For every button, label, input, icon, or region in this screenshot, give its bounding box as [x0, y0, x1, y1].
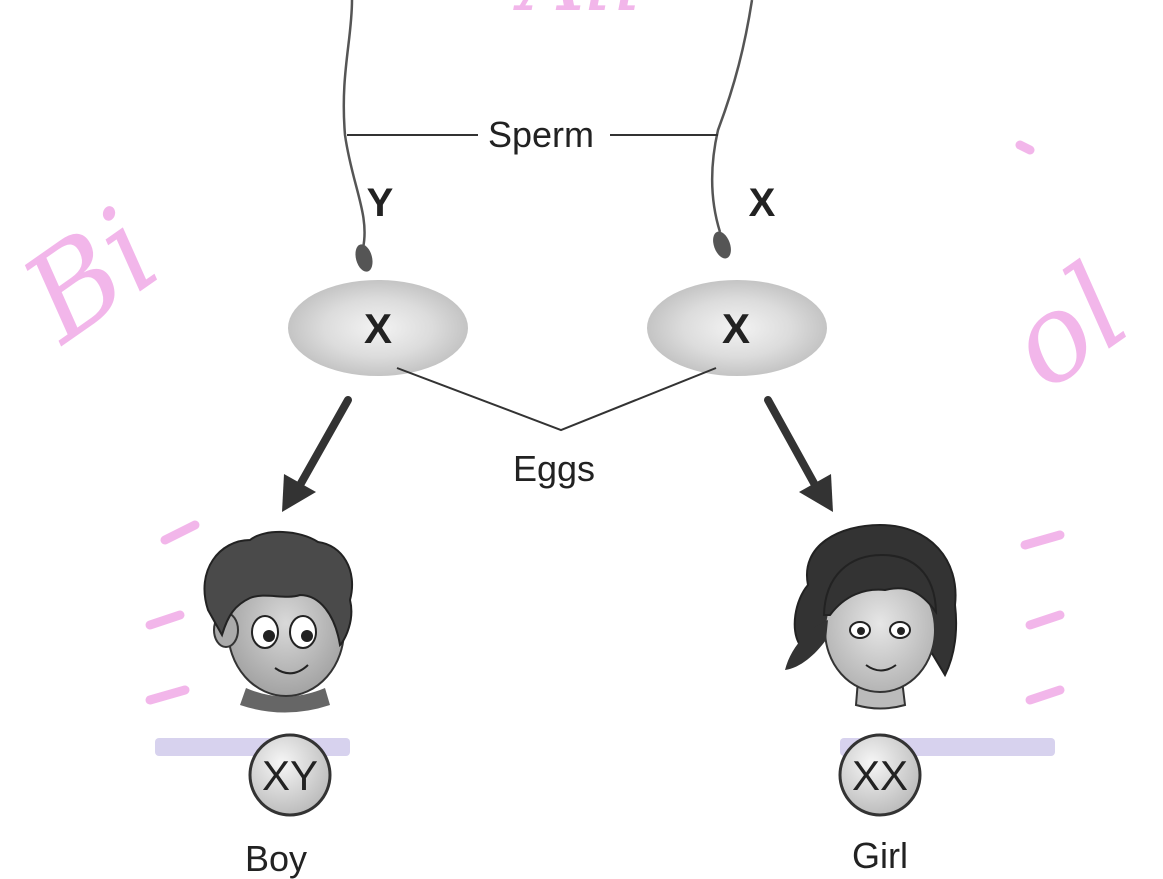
sperm-icon [344, 0, 365, 248]
sperm-left-chromosome: Y [367, 181, 394, 225]
watermark-stroke [1030, 615, 1060, 625]
sperm-head [353, 242, 376, 273]
eggs-label: Eggs [513, 448, 595, 489]
sperm-label: Sperm [488, 114, 594, 155]
boy-pupil-right [301, 630, 313, 642]
boy-genotype: XY [262, 752, 318, 799]
girl-genotype: XX [852, 752, 908, 799]
watermark: Bi ol Ali [0, 0, 1153, 700]
boy-face-icon [204, 532, 352, 713]
watermark-stroke [1030, 690, 1060, 700]
girl-label: Girl [852, 835, 908, 876]
boy-label: Boy [245, 838, 307, 879]
watermark-top-text: Ali [513, 0, 643, 32]
arrow-down-icon [768, 400, 815, 485]
arrow-down-icon [300, 400, 348, 485]
boy-pupil-left [263, 630, 275, 642]
watermark-stroke [1025, 535, 1060, 545]
egg-left-chromosome: X [364, 305, 392, 352]
watermark-left-text: Bi [0, 183, 183, 371]
girl-pupil-left [857, 627, 865, 635]
arrow-to-girl [768, 400, 833, 512]
sperm-icon [712, 0, 752, 232]
girl-face-icon [785, 525, 956, 709]
watermark-stroke [1020, 145, 1030, 150]
sperm-right [710, 0, 752, 261]
watermark-stroke [150, 690, 185, 700]
sperm-head [710, 229, 735, 261]
eggs-connector [397, 368, 716, 430]
sperm-right-chromosome: X [749, 181, 776, 225]
arrow-to-boy [282, 400, 348, 512]
watermark-right-text: ol [983, 239, 1153, 416]
watermark-stroke [150, 615, 180, 625]
egg-right-chromosome: X [722, 305, 750, 352]
girl-pupil-right [897, 627, 905, 635]
sperm-left [344, 0, 376, 274]
watermark-stroke [165, 525, 195, 540]
